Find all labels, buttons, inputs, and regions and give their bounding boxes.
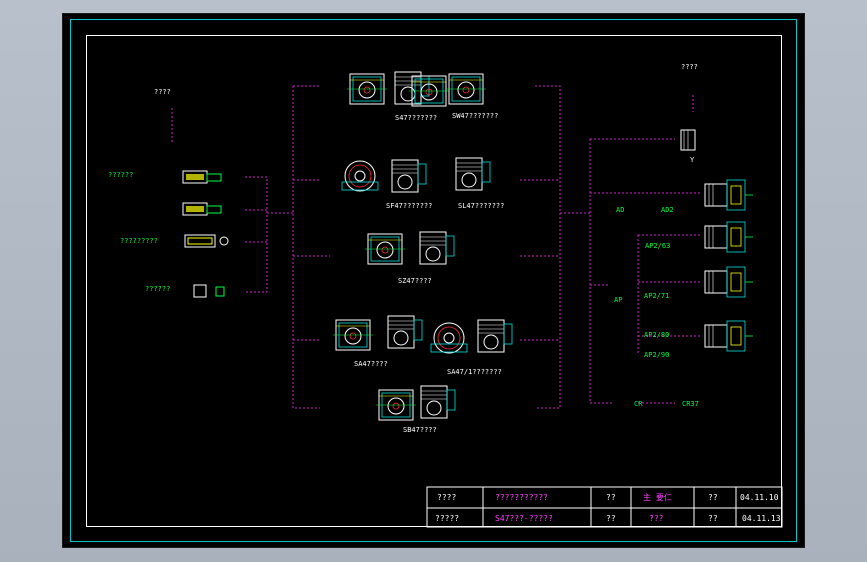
label-ap: AP: [614, 296, 622, 304]
title-r2c4: ???: [649, 514, 664, 523]
title-r1c4: 主 要仁: [643, 492, 672, 502]
title-r2c6: 04.11.13: [742, 514, 781, 523]
gearbox-sa47: [332, 315, 423, 351]
label-ap2-90: AP2/90: [644, 351, 669, 359]
label-cr37: CR37: [682, 400, 699, 408]
drawing-sheet: [62, 13, 805, 548]
gearbox-sw47: [445, 73, 487, 105]
label-left-3: ?????????: [120, 237, 158, 245]
label-sw47: SW47???????: [452, 112, 498, 120]
title-r2c1: ?????: [435, 514, 459, 523]
label-ad2: AD2: [661, 206, 674, 214]
gearbox-sa47-1: [430, 319, 513, 354]
gearbox-sb47: [375, 385, 456, 421]
label-sa47-1: SA47/1???????: [447, 368, 502, 376]
label-cr: CR: [634, 400, 643, 408]
label-sa47: SA47????: [354, 360, 388, 368]
right-part-y: [680, 129, 696, 151]
label-ap2-63: AP2/63: [645, 242, 670, 250]
connector-lines: [171, 85, 700, 409]
left-part-3: [184, 234, 229, 248]
title-r2c3: ??: [606, 514, 616, 523]
title-r1c3: ??: [606, 493, 616, 502]
gearbox-s47: [346, 71, 450, 107]
label-sb47: SB47????: [403, 426, 437, 434]
label-ap2-80: AP2/80: [644, 331, 669, 339]
adapter-ap2-80: [704, 320, 754, 352]
left-part-1: [182, 170, 222, 184]
title-r2c2: S47???-?????: [495, 514, 553, 523]
label-ap2-71: AP2/71: [644, 292, 669, 300]
label-s47: S47???????: [395, 114, 437, 122]
drawing-border-outer: [70, 19, 797, 542]
label-ad: AD: [616, 206, 624, 214]
label-sl47: SL47???????: [458, 202, 504, 210]
title-r2c5: ??: [708, 514, 718, 523]
left-part-4: [193, 284, 225, 298]
gearbox-sz47: [364, 231, 455, 265]
label-y: Y: [690, 156, 695, 164]
label-left-1: ??????: [108, 171, 133, 179]
gearbox-sf47: [341, 159, 427, 193]
title-r1c6: 04.11.10: [740, 493, 779, 502]
title-r1c5: ??: [708, 493, 718, 502]
title-r1c2: ???????????: [495, 493, 548, 502]
adapter-ad2: [704, 179, 754, 211]
label-sz47: SZ47????: [398, 277, 432, 285]
label-sf47: SF47???????: [386, 202, 432, 210]
adapter-ap2-63: [704, 221, 754, 253]
title-block: ???? ??????????? ?? 主 要仁 ?? 04.11.10 ???…: [426, 486, 783, 528]
label-top-left: ????: [154, 88, 171, 96]
title-r1c1: ????: [437, 493, 456, 502]
label-left-4: ??????: [145, 285, 170, 293]
left-part-2: [182, 202, 222, 216]
adapter-ap2-71: [704, 266, 754, 298]
label-top-right: ????: [681, 63, 698, 71]
gearbox-sl47: [455, 157, 491, 191]
